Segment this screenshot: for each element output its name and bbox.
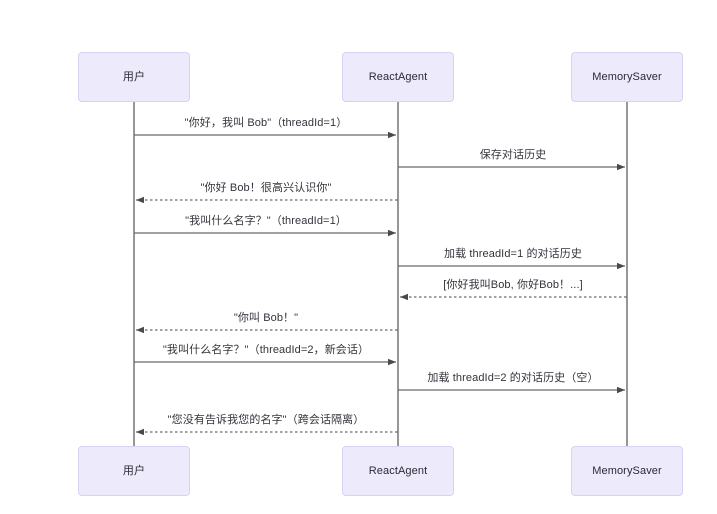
message-label-4: 加载 threadId=1 的对话历史 [444,248,582,260]
message-label-3: "我叫什么名字？"（threadId=1） [185,215,347,227]
participant-label-memory: MemorySaver [592,70,662,83]
message-label-7: "我叫什么名字？"（threadId=2，新会话） [162,344,370,356]
participant-box-memory-bottom[interactable]: MemorySaver [571,446,683,496]
participant-label-user: 用户 [122,464,146,477]
participant-label-user: 用户 [122,70,146,83]
message-label-5: [你好我叫Bob, 你好Bob！...] [443,279,583,291]
message-label-6: "你叫 Bob！" [233,312,299,324]
participant-box-agent-bottom[interactable]: ReactAgent [342,446,454,496]
message-label-2: "你好 Bob！很高兴认识你" [200,182,332,194]
participant-box-agent-top[interactable]: ReactAgent [342,52,454,102]
message-label-9: "您没有告诉我您的名字"（跨会话隔离） [167,414,365,426]
message-label-1: 保存对话历史 [479,149,547,161]
participant-label-agent: ReactAgent [368,70,428,83]
participant-box-user-top[interactable]: 用户 [78,52,190,102]
participant-box-memory-top[interactable]: MemorySaver [571,52,683,102]
participant-label-agent: ReactAgent [368,464,428,477]
participant-box-user-bottom[interactable]: 用户 [78,446,190,496]
message-label-8: 加载 threadId=2 的对话历史（空） [427,372,599,384]
message-arrows-group [134,131,627,436]
lifelines-group [133,102,628,446]
message-label-0: "你好，我叫 Bob"（threadId=1） [184,117,348,129]
participant-label-memory: MemorySaver [592,464,662,477]
